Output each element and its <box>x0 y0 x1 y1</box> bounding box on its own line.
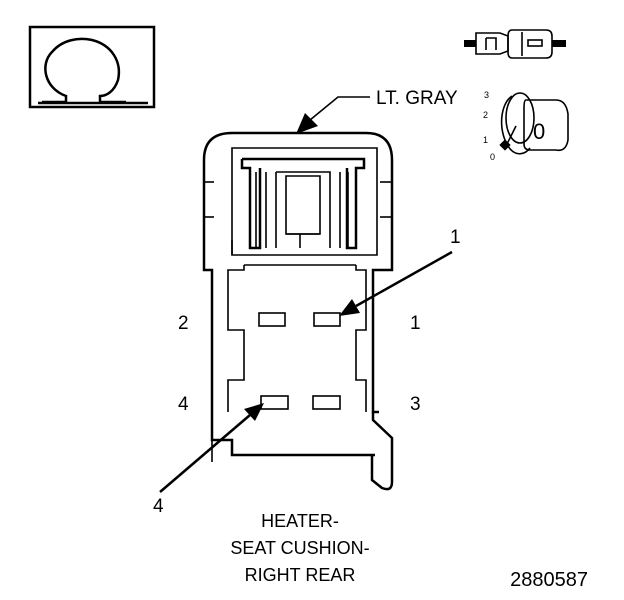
omega-icon <box>28 25 156 109</box>
connector-halves-icon <box>464 29 566 59</box>
key-value: 0 <box>533 119 545 144</box>
connector-color-label: LT. GRAY <box>376 88 458 109</box>
color-leader-arrowhead <box>296 113 318 134</box>
pin-label-left-top: 2 <box>178 313 189 334</box>
callout-arrowhead-4 <box>244 403 264 421</box>
caption-line-1: HEATER- <box>261 511 339 531</box>
key-position-0: 0 <box>490 152 495 162</box>
pin-cavity-2 <box>258 312 286 327</box>
callout-line-1 <box>355 250 453 308</box>
color-leader-line <box>309 96 370 121</box>
pin-label-right-bottom: 3 <box>410 394 421 415</box>
figure-number: 2880587 <box>510 569 588 591</box>
callout-label-1: 1 <box>450 227 461 248</box>
callout-line-4 <box>159 414 251 493</box>
key-position-1: 1 <box>483 135 488 145</box>
pin-cavity-1 <box>313 312 341 327</box>
key-position-3: 3 <box>484 90 489 100</box>
pin-label-right-top: 1 <box>410 313 421 334</box>
pin-cavity-3 <box>312 395 341 410</box>
pin-label-left-bottom: 4 <box>178 394 189 415</box>
callout-label-4: 4 <box>153 496 164 517</box>
callout-arrowhead-1 <box>339 299 360 316</box>
connector-body <box>202 131 394 491</box>
pin-cavity-4 <box>260 395 289 410</box>
caption-line-2: SEAT CUSHION- <box>230 538 369 558</box>
caption-line-3: RIGHT REAR <box>245 565 356 585</box>
key-position-2: 2 <box>483 110 488 120</box>
key-icon: 3 2 1 0 0 <box>483 90 569 162</box>
